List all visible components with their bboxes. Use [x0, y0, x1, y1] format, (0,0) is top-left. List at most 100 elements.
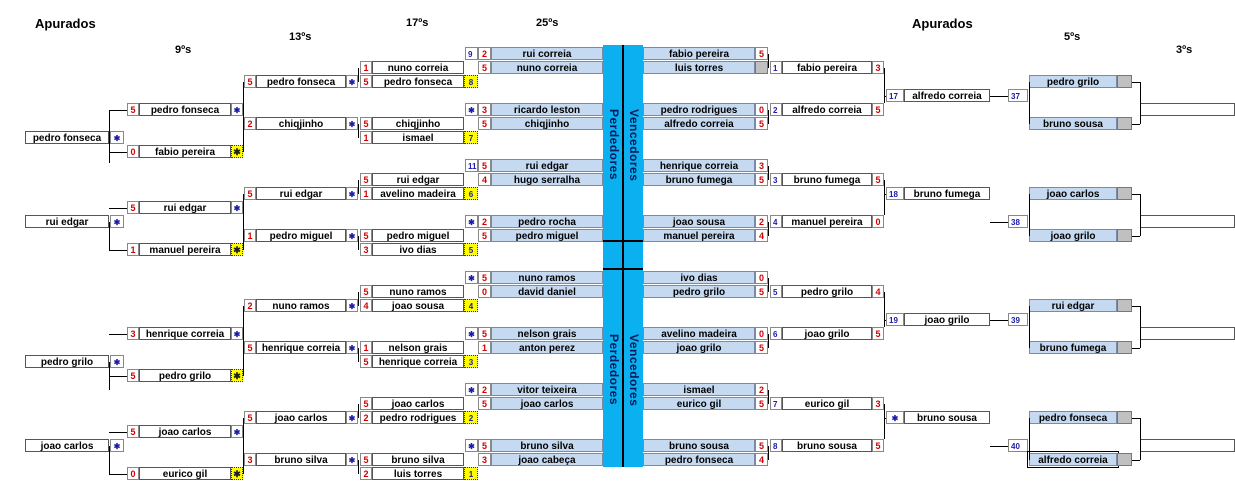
score-cell-empty[interactable]	[755, 61, 768, 74]
match-player-cell[interactable]: pedro fonseca	[1029, 411, 1117, 424]
position-badge[interactable]: 8	[464, 75, 478, 88]
match-player-cell[interactable]: luis torres	[643, 61, 755, 74]
match-player-cell[interactable]: rui correia	[491, 47, 603, 60]
player-cell[interactable]: joao carlos	[139, 425, 231, 438]
match-number[interactable]: 2	[770, 103, 782, 116]
player-cell[interactable]: henrique correia	[372, 355, 464, 368]
score-cell[interactable]: 3	[127, 327, 139, 340]
seed-marker[interactable]: ✱	[465, 215, 478, 228]
score-cell[interactable]: 0	[755, 271, 768, 284]
score-cell[interactable]: 1	[360, 61, 372, 74]
score-cell[interactable]: 5	[755, 341, 768, 354]
score-cell[interactable]: 2	[360, 467, 372, 480]
score-cell[interactable]: 0	[127, 467, 139, 480]
score-cell[interactable]: 5	[755, 285, 768, 298]
seed-marker[interactable]: ✱	[231, 327, 243, 340]
score-cell-empty[interactable]	[1117, 187, 1132, 200]
match-player-cell[interactable]: david daniel	[491, 285, 603, 298]
position-badge[interactable]: 2	[464, 411, 478, 424]
match-player-cell[interactable]: rui edgar	[1029, 299, 1117, 312]
player-cell[interactable]: pedro fonseca	[256, 75, 346, 88]
player-cell[interactable]: bruno fumega	[782, 173, 872, 186]
score-cell-empty[interactable]	[1117, 453, 1132, 466]
seed-marker[interactable]: ✱	[465, 439, 478, 452]
match-player-cell[interactable]: ivo dias	[643, 271, 755, 284]
score-cell[interactable]: 2	[755, 383, 768, 396]
seed-marker[interactable]: ✱	[465, 271, 478, 284]
match-player-cell[interactable]: pedro fonseca	[643, 453, 755, 466]
match-player-cell[interactable]: joao sousa	[643, 215, 755, 228]
score-cell[interactable]: 5	[755, 397, 768, 410]
score-cell[interactable]: 5	[360, 355, 372, 368]
player-cell[interactable]: nuno ramos	[256, 299, 346, 312]
score-cell[interactable]: 3	[755, 159, 768, 172]
match-player-cell[interactable]: nelson grais	[491, 327, 603, 340]
match-number[interactable]: 37	[1008, 89, 1028, 102]
match-player-cell[interactable]: ricardo leston	[491, 103, 603, 116]
score-cell[interactable]: 2	[244, 299, 256, 312]
score-cell[interactable]: 0	[755, 327, 768, 340]
match-number[interactable]: 9	[465, 47, 478, 60]
seed-marker[interactable]: ✱	[346, 229, 358, 242]
player-cell[interactable]: manuel pereira	[782, 215, 872, 228]
score-cell[interactable]: 5	[360, 117, 372, 130]
score-cell[interactable]: 2	[478, 215, 491, 228]
position-badge[interactable]: 1	[464, 467, 478, 480]
player-cell[interactable]: eurico gil	[782, 397, 872, 410]
player-cell[interactable]: joao sousa	[372, 299, 464, 312]
match-player-cell[interactable]: bruno sousa	[1029, 117, 1117, 130]
player-cell[interactable]: nelson grais	[372, 341, 464, 354]
seed-marker[interactable]: ✱	[346, 299, 358, 312]
match-number[interactable]: 18	[886, 187, 904, 200]
score-cell[interactable]: 5	[244, 187, 256, 200]
match-player-cell[interactable]: bruno fumega	[643, 173, 755, 186]
score-cell[interactable]: 3	[872, 397, 884, 410]
score-cell[interactable]: 5	[244, 341, 256, 354]
player-cell[interactable]: bruno sousa	[782, 439, 872, 452]
score-cell[interactable]: 5	[127, 369, 139, 382]
score-cell[interactable]: 4	[360, 299, 372, 312]
score-cell[interactable]: 5	[872, 327, 884, 340]
match-number[interactable]: 3	[770, 173, 782, 186]
player-cell[interactable]: eurico gil	[139, 467, 231, 480]
player-cell[interactable]: pedro fonseca	[139, 103, 231, 116]
score-cell[interactable]: 5	[127, 103, 139, 116]
score-cell[interactable]: 1	[244, 229, 256, 242]
player-cell[interactable]: pedro miguel	[256, 229, 346, 242]
match-player-cell[interactable]: pedro rodrigues	[643, 103, 755, 116]
score-cell[interactable]: 5	[755, 117, 768, 130]
match-player-cell[interactable]: joao cabeça	[491, 453, 603, 466]
player-cell[interactable]: bruno fumega	[904, 187, 990, 200]
player-cell[interactable]: rui edgar	[139, 201, 231, 214]
seed-marker[interactable]: ✱	[346, 75, 358, 88]
seed-marker[interactable]: ✱	[231, 201, 243, 214]
match-player-cell[interactable]: joao carlos	[1029, 187, 1117, 200]
match-player-cell[interactable]: anton perez	[491, 341, 603, 354]
match-player-cell[interactable]: alfredo correia	[1027, 451, 1119, 468]
position-badge[interactable]: 3	[464, 355, 478, 368]
score-cell[interactable]: 3	[872, 61, 884, 74]
score-cell-empty[interactable]	[1117, 229, 1132, 242]
player-cell[interactable]: joao grilo	[782, 327, 872, 340]
player-cell[interactable]	[1140, 327, 1235, 340]
match-player-cell[interactable]: alfredo correia	[643, 117, 755, 130]
match-player-cell[interactable]: nuno ramos	[491, 271, 603, 284]
seed-marker[interactable]: ✱	[231, 103, 243, 116]
match-player-cell[interactable]: bruno silva	[491, 439, 603, 452]
match-player-cell[interactable]: hugo serralha	[491, 173, 603, 186]
match-player-cell[interactable]: rui edgar	[491, 159, 603, 172]
match-player-cell[interactable]: vitor teixeira	[491, 383, 603, 396]
player-cell[interactable]: nuno correia	[372, 61, 464, 74]
match-player-cell[interactable]: pedro miguel	[491, 229, 603, 242]
player-cell[interactable]: pedro miguel	[372, 229, 464, 242]
score-cell[interactable]: 5	[244, 75, 256, 88]
player-cell[interactable]: ivo dias	[372, 243, 464, 256]
match-player-cell[interactable]: joao carlos	[491, 397, 603, 410]
player-cell[interactable]: fabio pereira	[139, 145, 231, 158]
player-cell[interactable]: chiqjinho	[372, 117, 464, 130]
player-cell[interactable]: bruno sousa	[904, 411, 990, 424]
position-badge[interactable]: 6	[464, 187, 478, 200]
score-cell-empty[interactable]	[1117, 411, 1132, 424]
player-cell[interactable]: joao grilo	[904, 313, 990, 326]
score-cell[interactable]: 3	[478, 103, 491, 116]
